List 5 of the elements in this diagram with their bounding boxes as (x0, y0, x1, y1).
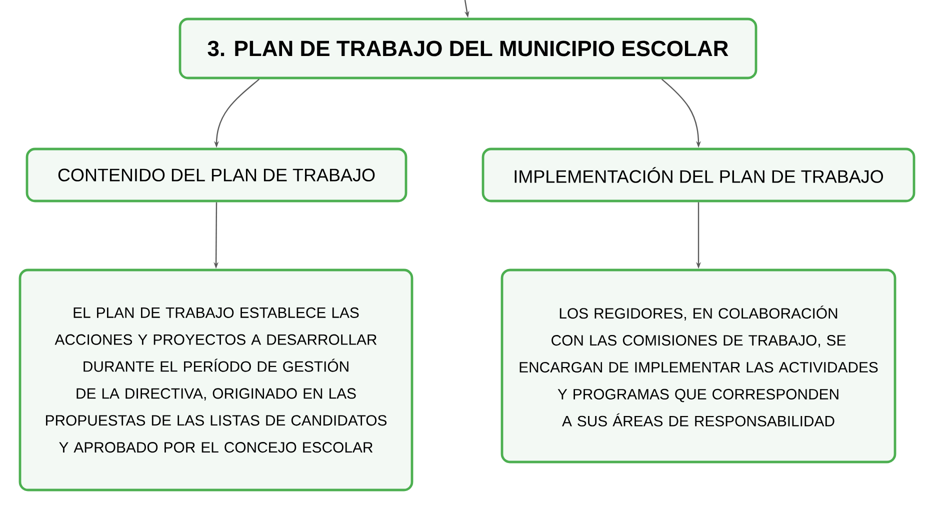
topic-box: IMPLEMENTACIÓN DEL PLAN DE TRABAJO (482, 148, 916, 202)
text-box: LOS REGIDORES, EN COLABORACIÓN CON LAS COMISIONES DE TRABAJO, SE ENCARGAN DE IMPLEMENTAR LAS ACTIVIDADES Y PROGRAMAS QUE CORRESPONDEN A SUS ÁREAS DE RESPONSABILIDAD (500, 268, 896, 464)
topic-box: CONTENIDO DEL PLAN DE TRABAJO (26, 148, 408, 202)
heading-box: 3. PLAN DE TRABAJO DEL MUNICIPIO ESCOLAR (178, 18, 758, 80)
text-box: EL PLAN DE TRABAJO ESTABLECE LAS ACCIONES Y PROYECTOS A DESARROLLAR DURANTE EL PERÍODO DE GESTIÓN DE LA DIRECTIVA, ORIGINADO EN LAS PROPUESTAS DE LAS LISTAS DE CANDIDATOS Y APROBADO POR EL CONCEJO ESCOLAR (18, 268, 414, 492)
